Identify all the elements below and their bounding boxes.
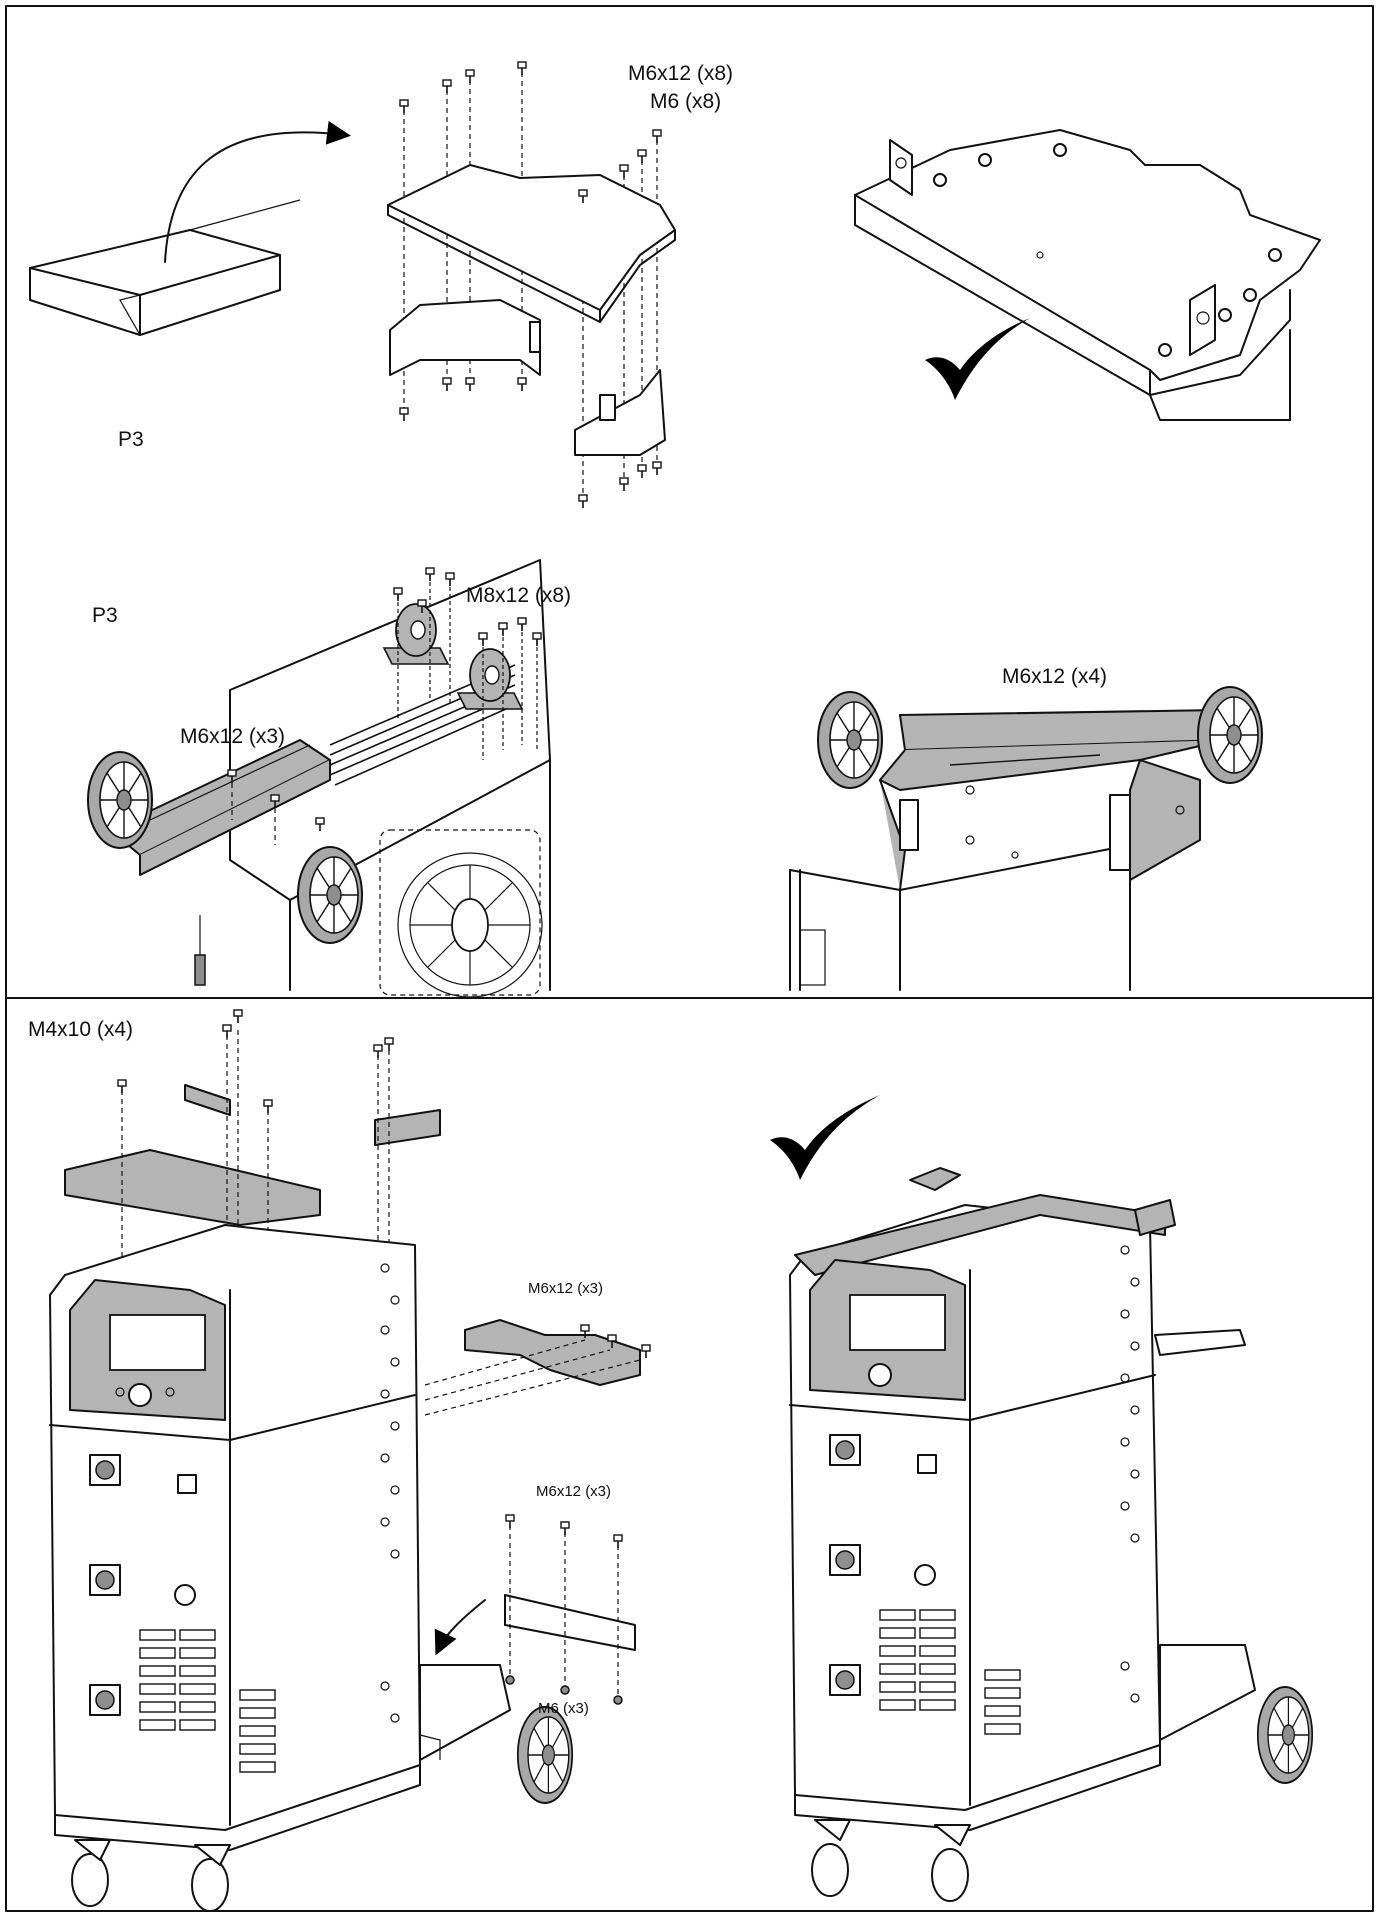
- label-rear-bar-screws: M6x12 (x3): [536, 1483, 612, 1500]
- wheel-icon: [87, 751, 153, 849]
- assembled-base-plate: [854, 129, 1321, 421]
- label-bracket-screws: M6x12 (x4): [1002, 665, 1108, 688]
- welding-machine-assembled: [789, 1167, 1314, 1902]
- label-pack-mid: P3: [92, 604, 118, 627]
- rear-bar-exploded: [434, 1514, 636, 1705]
- axle-bracket-assembly: [789, 686, 1263, 991]
- label-caster-screws: M8x12 (x8): [466, 584, 572, 607]
- connector-sockets: [89, 1454, 197, 1716]
- side-plate-exploded: [424, 1319, 651, 1416]
- curved-arrow-icon: [164, 120, 351, 263]
- rear-axle: [87, 739, 363, 986]
- label-side-plate-screws: M6x12 (x3): [528, 1280, 604, 1297]
- welding-machine-exploded: [49, 1009, 574, 1912]
- checkmark-icon: [925, 318, 1030, 400]
- label-top-nuts: M6 (x8): [650, 90, 722, 113]
- curved-arrow-icon: [434, 1599, 486, 1656]
- label-rear-bar-nuts: M6 (x3): [538, 1700, 589, 1717]
- wire-spool: [397, 852, 543, 998]
- label-handle-screws: M4x10 (x4): [28, 1018, 134, 1041]
- label-axle-screws: M6x12 (x3): [180, 725, 286, 748]
- wheel-icon: [1197, 686, 1263, 784]
- machine-top-casters: [229, 559, 551, 998]
- wheel-icon: [297, 846, 363, 944]
- label-pack-left: P3: [118, 428, 144, 451]
- label-top-screws: M6x12 (x8): [628, 62, 734, 85]
- wheel-icon: [817, 691, 883, 789]
- panel-bottom-frame: [5, 997, 1374, 1912]
- exploded-base-plate: [387, 72, 676, 505]
- package-box: [29, 199, 301, 336]
- wheel-icon: [516, 1706, 574, 1804]
- wheel-icon: [1256, 1686, 1314, 1784]
- checkmark-icon: [770, 1095, 880, 1180]
